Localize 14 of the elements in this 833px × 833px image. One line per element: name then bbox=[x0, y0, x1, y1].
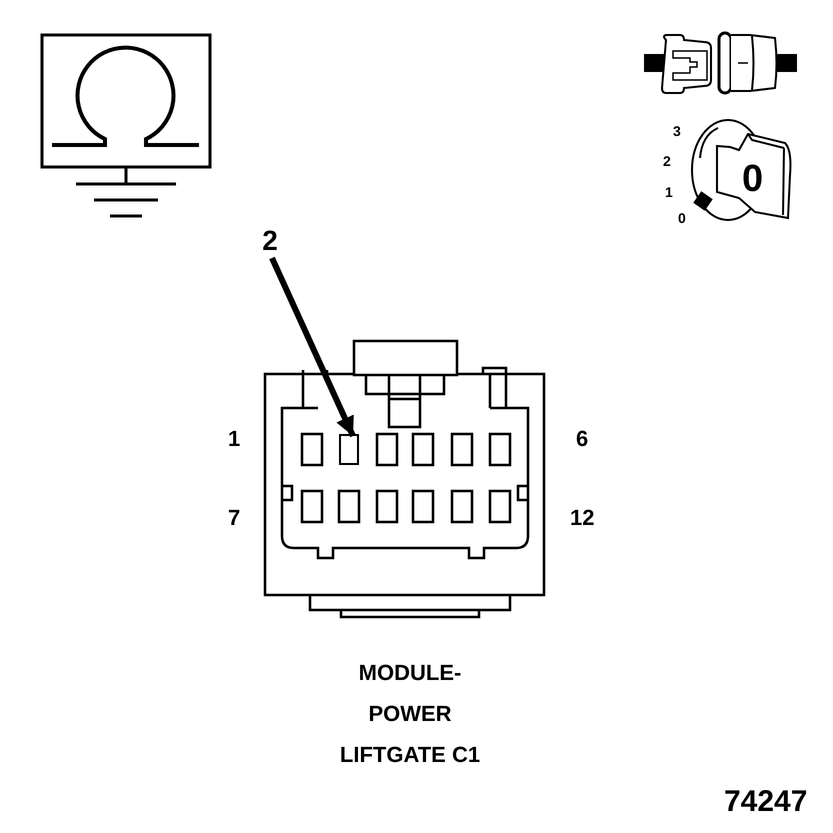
position-number: 3 bbox=[673, 124, 681, 138]
pin-number: 7 bbox=[228, 507, 240, 529]
callout-number: 2 bbox=[258, 226, 282, 256]
leader-arrow bbox=[269, 256, 356, 438]
position-number: 1 bbox=[665, 185, 673, 199]
connector-caption: MODULE- POWER LIFTGATE C1 bbox=[338, 659, 482, 769]
key-marking: 0 bbox=[742, 160, 764, 198]
pin-number: 12 bbox=[570, 507, 594, 529]
pin-number: 6 bbox=[576, 428, 588, 450]
position-number: 2 bbox=[663, 154, 671, 168]
figure-number: 74247 bbox=[724, 787, 808, 817]
pin-cavity bbox=[339, 434, 359, 465]
position-number: 0 bbox=[678, 211, 686, 225]
pin-number: 1 bbox=[228, 428, 240, 450]
